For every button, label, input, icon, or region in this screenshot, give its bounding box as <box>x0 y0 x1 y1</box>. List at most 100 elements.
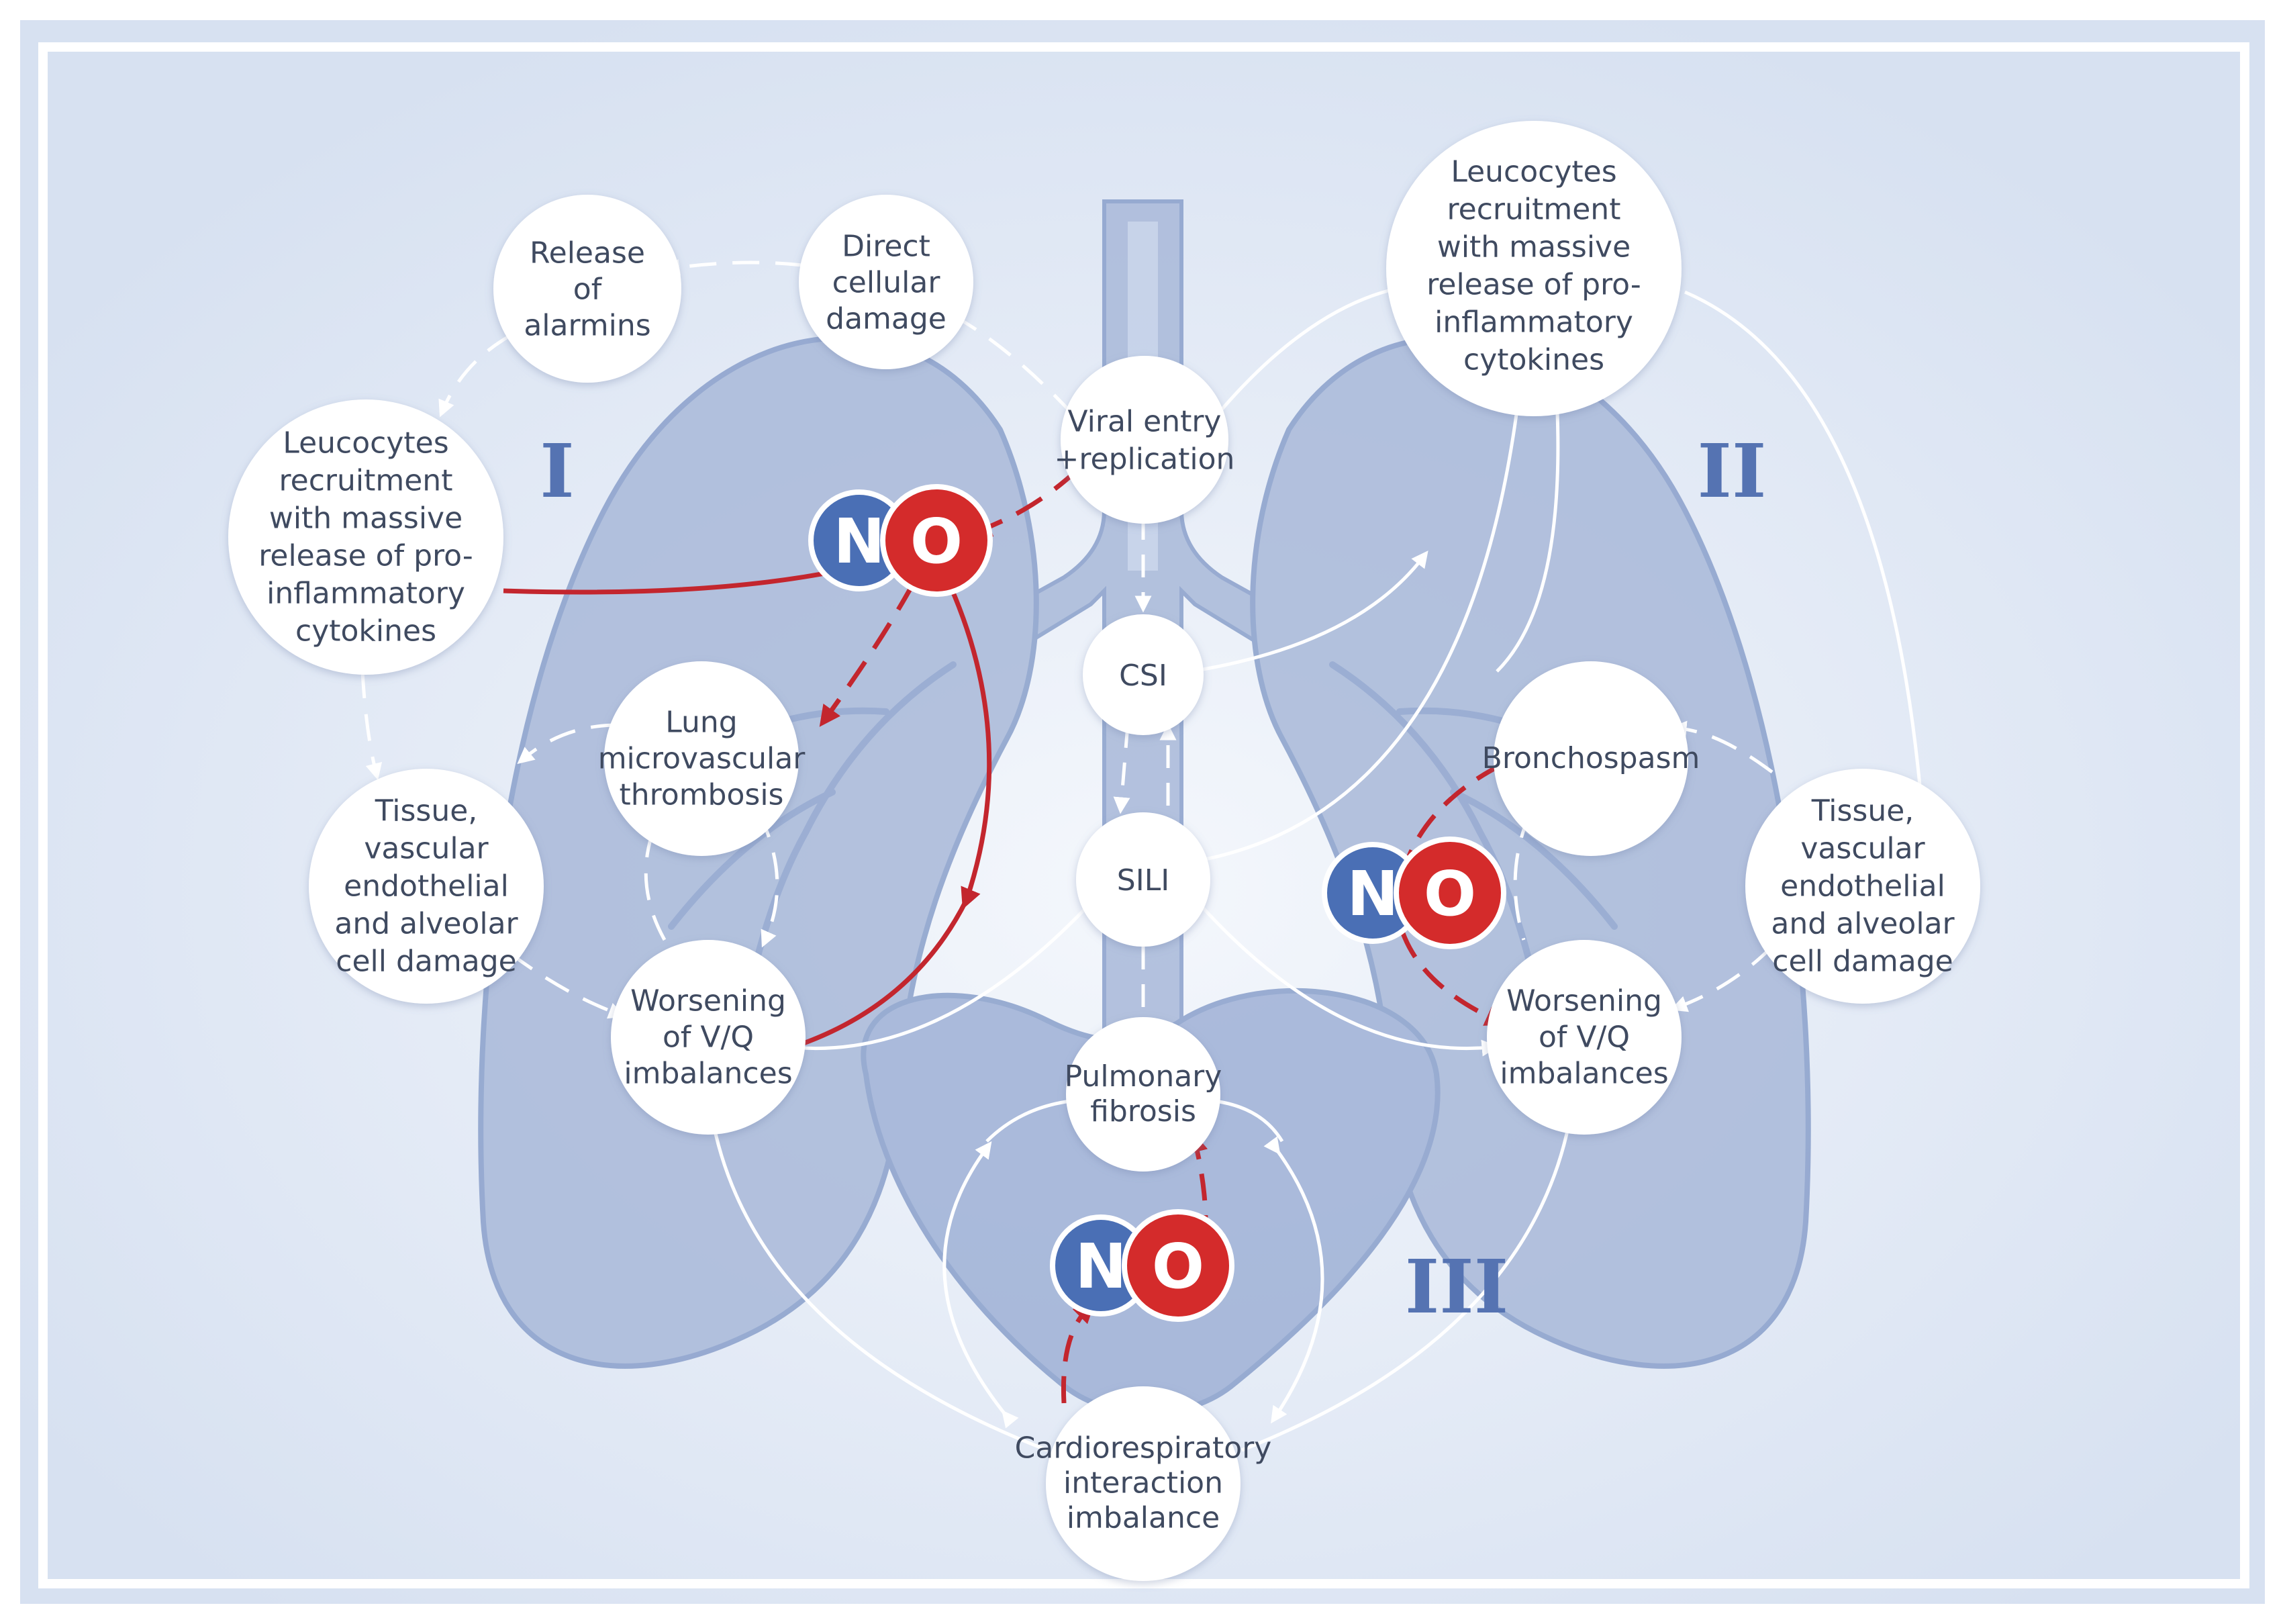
node-label-line: with massive <box>1437 230 1631 264</box>
node-label-line: alarmins <box>524 308 650 342</box>
node-tissue-right <box>1745 769 1980 1004</box>
conn-worsening-left-to-cardio <box>710 1114 1048 1452</box>
section-label-two: II <box>1698 428 1767 514</box>
node-label-line: CSI <box>1119 659 1167 693</box>
node-leuco-right <box>1386 121 1682 416</box>
nodes <box>228 121 1980 1581</box>
node-label-line: Worsening <box>630 984 786 1018</box>
conn-tissue-to-worsening <box>509 951 626 1019</box>
node-label-viral-entry: Viral entry +replication <box>1055 404 1235 476</box>
node-label-line: Cardiorespiratory <box>1015 1431 1272 1465</box>
conn-viral-to-leuco-right <box>1220 287 1397 411</box>
n-atom-label: N <box>1347 858 1399 930</box>
section-label-three: III <box>1405 1243 1508 1330</box>
red-cardio-to-no <box>1061 1301 1096 1404</box>
node-label-line: damage <box>826 301 946 336</box>
node-label-line: imbalances <box>1500 1057 1668 1091</box>
section-label-one: I <box>540 428 574 514</box>
node-label-line: release of pro- <box>258 539 473 573</box>
node-label-line: cytokines <box>1463 342 1604 377</box>
node-pulmonary-fibrosis <box>1066 1017 1220 1172</box>
node-label-line: cell damage <box>336 945 516 979</box>
conn-sili-to-worsening-left <box>783 905 1089 1057</box>
conn-leuco-to-tissue <box>360 671 383 781</box>
node-label-line: Worsening <box>1506 984 1662 1018</box>
conn-cardio-to-fibrosis-left <box>942 1141 1019 1429</box>
node-label-line: interaction <box>1063 1466 1223 1500</box>
o-atom <box>1122 1209 1234 1322</box>
conn-tissue-right-to-bronchospasm <box>1669 720 1773 774</box>
node-label-line: recruitment <box>279 464 453 498</box>
node-release-alarmins <box>493 195 681 383</box>
node-label-line: vascular <box>1800 832 1925 866</box>
conn-leuco-right-to-worsening-right <box>1496 412 1560 673</box>
conn-leuco-right-to-tissue-right <box>1684 290 1922 786</box>
node-label-line: Lung <box>665 706 737 740</box>
conn-fibrosis-left <box>985 1099 1071 1143</box>
node-bronchospasm <box>1494 661 1688 856</box>
node-label-line: Viral entry <box>1068 404 1222 438</box>
node-label-line: and alveolar <box>334 907 518 941</box>
red-no-to-worsening <box>791 576 992 1050</box>
conn-leuco-right-to-sili <box>1204 409 1519 861</box>
node-direct-damage <box>799 195 973 369</box>
node-label-line: thrombosis <box>620 778 784 812</box>
node-label-line: endothelial <box>344 869 509 904</box>
node-label-line: +replication <box>1055 442 1235 476</box>
conn-direct-to-viral <box>952 314 1087 430</box>
node-label-line: SILI <box>1117 863 1169 898</box>
conn-tissue-right-to-worsening-right <box>1670 945 1773 1012</box>
node-label-line: Leucocytes <box>283 426 448 461</box>
red-viral-to-no <box>970 468 1079 537</box>
node-label-line: imbalances <box>624 1057 792 1091</box>
node-label-line: of V/Q <box>1539 1020 1630 1055</box>
conn-fibrosis-to-cardio-right <box>1263 1136 1324 1424</box>
node-label-line: Direct <box>842 229 930 263</box>
frame-border <box>38 42 2249 1588</box>
node-tissue-left <box>309 769 544 1004</box>
conn-worsening-right-to-cardio <box>1241 1114 1573 1452</box>
node-label-line: inflammatory <box>266 577 465 611</box>
node-label-line: cell damage <box>1772 945 1953 979</box>
conn-direct-to-release <box>663 258 803 276</box>
node-label-line: release of pro- <box>1426 267 1641 301</box>
node-label-line: vascular <box>364 832 489 866</box>
node-lung-thrombosis <box>604 661 799 856</box>
node-label-line: and alveolar <box>1771 907 1955 941</box>
o-atom <box>880 484 993 597</box>
node-label-line: microvascular <box>598 742 806 776</box>
n-atom-label: N <box>834 506 885 577</box>
node-label-line: Bronchospasm <box>1482 741 1700 775</box>
conn-sili-to-worsening-right <box>1200 905 1499 1057</box>
node-label-line: Release <box>530 236 645 270</box>
node-label-line: of <box>573 272 603 306</box>
o-atom-label: O <box>1424 858 1476 930</box>
conn-thrombosis-to-tissue <box>517 723 618 764</box>
node-worsening-left <box>611 940 806 1135</box>
o-atom-label: O <box>1152 1231 1204 1302</box>
node-label-line: Tissue, <box>1811 794 1914 828</box>
conn-release-to-leuco <box>438 334 512 418</box>
conn-csi-to-leuco-right <box>1191 551 1428 673</box>
node-label-sili: SILI <box>1117 863 1169 898</box>
red-no-to-leuco <box>503 568 840 595</box>
o-atom <box>1394 837 1506 949</box>
node-label-line: with massive <box>269 501 463 536</box>
node-label-line: Tissue, <box>375 794 478 828</box>
red-no-to-thrombosis <box>819 583 916 727</box>
conn-csi-to-sili-a <box>1113 724 1130 814</box>
node-viral-entry <box>1061 356 1228 524</box>
node-label-line: recruitment <box>1447 192 1621 226</box>
node-label-line: endothelial <box>1780 869 1945 904</box>
no-molecule-bottom: N O <box>1050 1209 1234 1322</box>
